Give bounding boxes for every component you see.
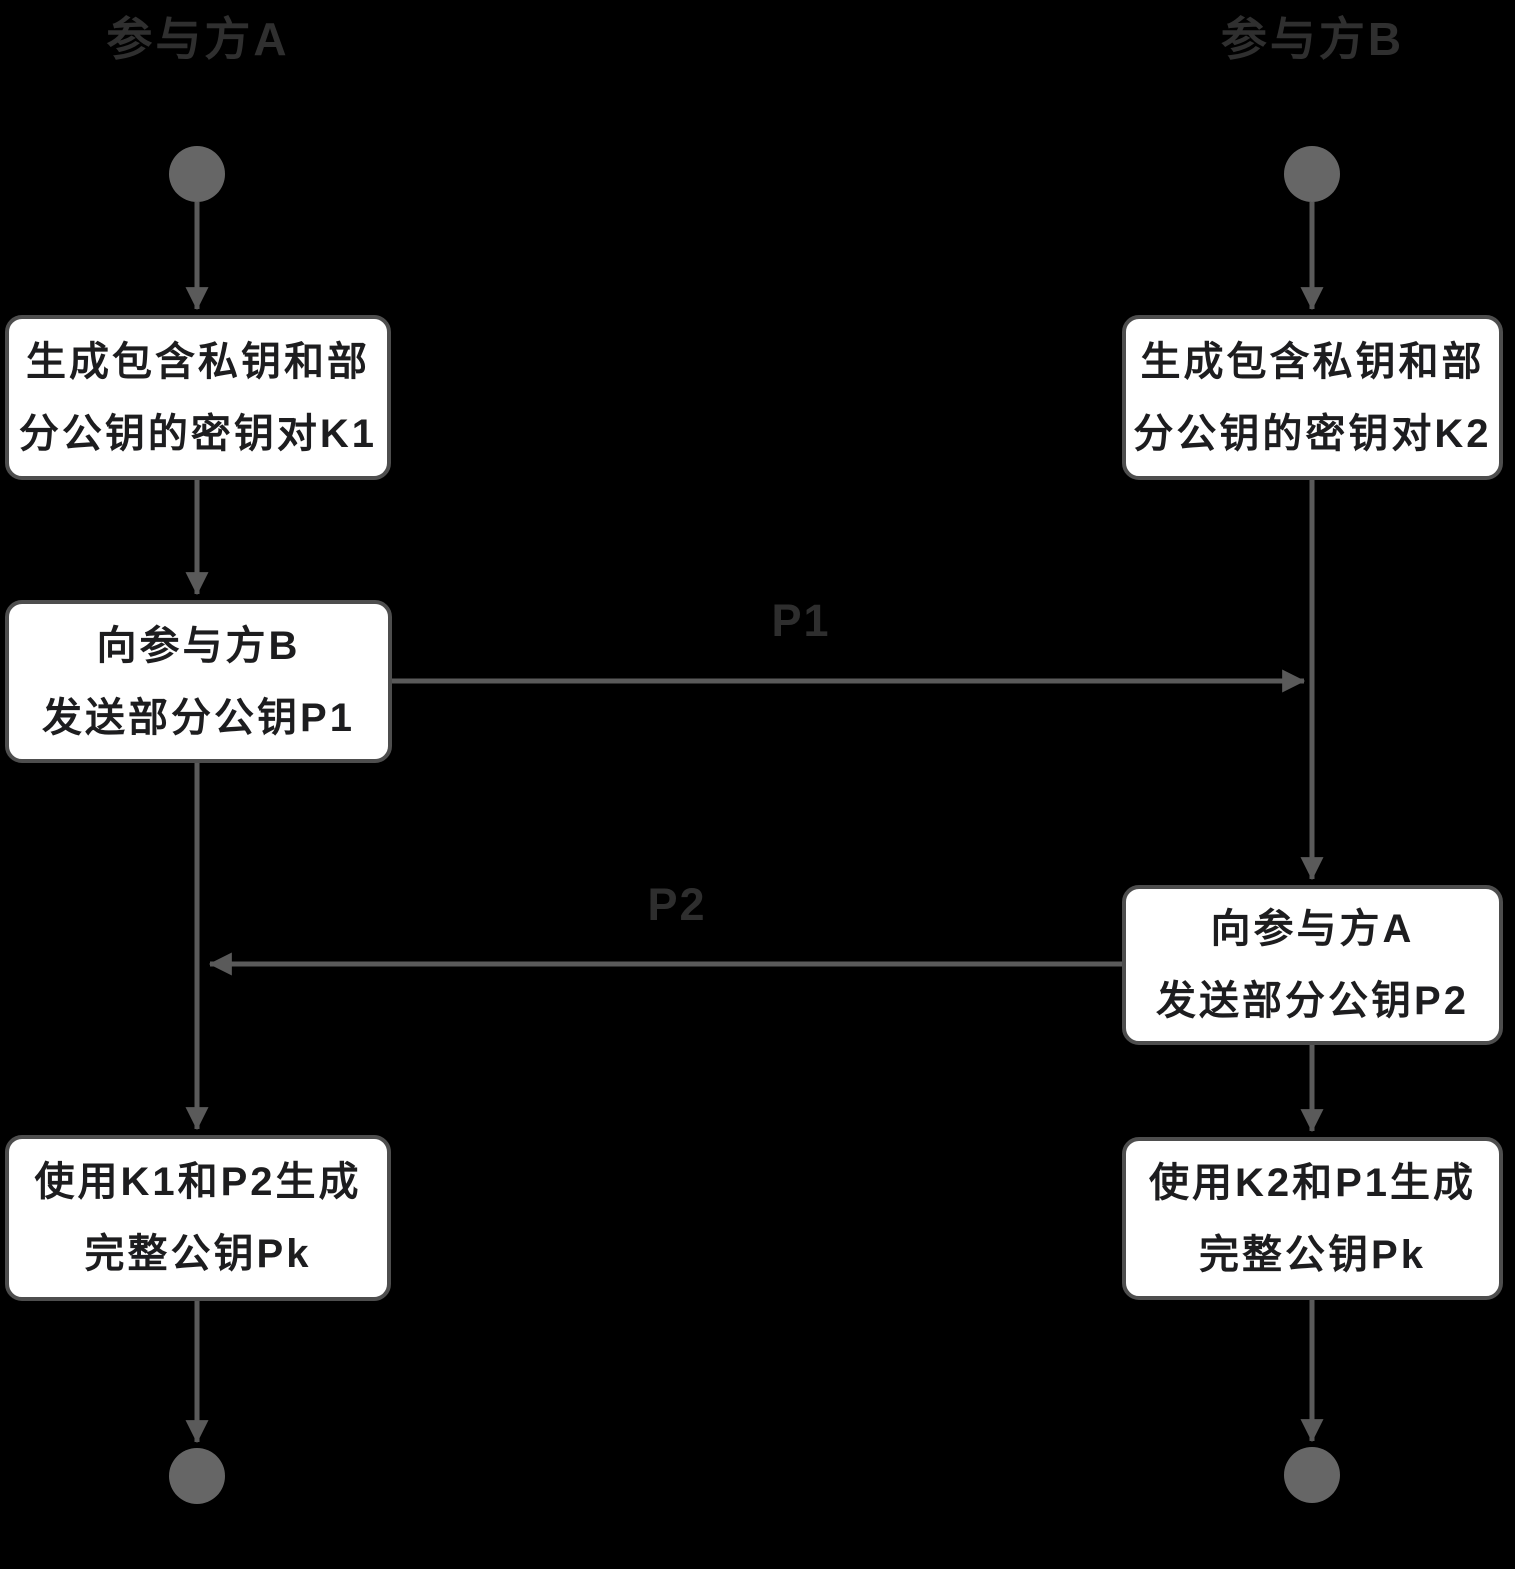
activity-b-generate-full-key-line2: 完整公钥Pk [1199, 1232, 1426, 1277]
activity-a-generate-full-key-line2: 完整公钥Pk [84, 1232, 312, 1276]
participant-a-end-node [169, 1448, 225, 1504]
activity-b-generate-keypair-line1: 生成包含私钥和部 [1140, 339, 1485, 384]
participant-a-start-node [169, 146, 225, 202]
activity-a-send-partial-key-line2: 发送部分公钥P1 [42, 695, 355, 740]
participant-b-title: 参与方B [1220, 13, 1405, 65]
activity-a-send-partial-key: 向参与方B 发送部分公钥P1 [5, 600, 392, 763]
activity-a-generate-full-key-line1: 使用K1和P2生成 [34, 1160, 362, 1204]
activity-b-send-partial-key: 向参与方A 发送部分公钥P2 [1122, 885, 1503, 1045]
activity-b-send-partial-key-line2: 发送部分公钥P2 [1156, 979, 1469, 1023]
message-p2-label: P2 [647, 879, 707, 930]
activity-a-generate-keypair-line2: 分公钥的密钥对K1 [18, 411, 378, 456]
activity-b-generate-full-key: 使用K2和P1生成 完整公钥Pk [1122, 1137, 1503, 1300]
activity-a-send-partial-key-line1: 向参与方B [96, 623, 301, 668]
activity-a-generate-keypair-line1: 生成包含私钥和部 [26, 339, 370, 384]
participant-b-end-node [1284, 1447, 1340, 1503]
participant-b-start-node [1284, 146, 1340, 202]
activity-a-generate-keypair: 生成包含私钥和部 分公钥的密钥对K1 [5, 315, 391, 480]
activity-a-generate-full-key: 使用K1和P2生成 完整公钥Pk [5, 1135, 391, 1301]
participant-a-title: 参与方A [106, 13, 290, 65]
activity-b-generate-keypair: 生成包含私钥和部 分公钥的密钥对K2 [1122, 315, 1503, 480]
activity-b-generate-keypair-line2: 分公钥的密钥对K2 [1133, 411, 1492, 456]
activity-b-send-partial-key-line1: 向参与方A [1210, 907, 1415, 951]
activity-b-generate-full-key-line1: 使用K2和P1生成 [1148, 1160, 1477, 1205]
message-p1-label: P1 [771, 595, 831, 646]
